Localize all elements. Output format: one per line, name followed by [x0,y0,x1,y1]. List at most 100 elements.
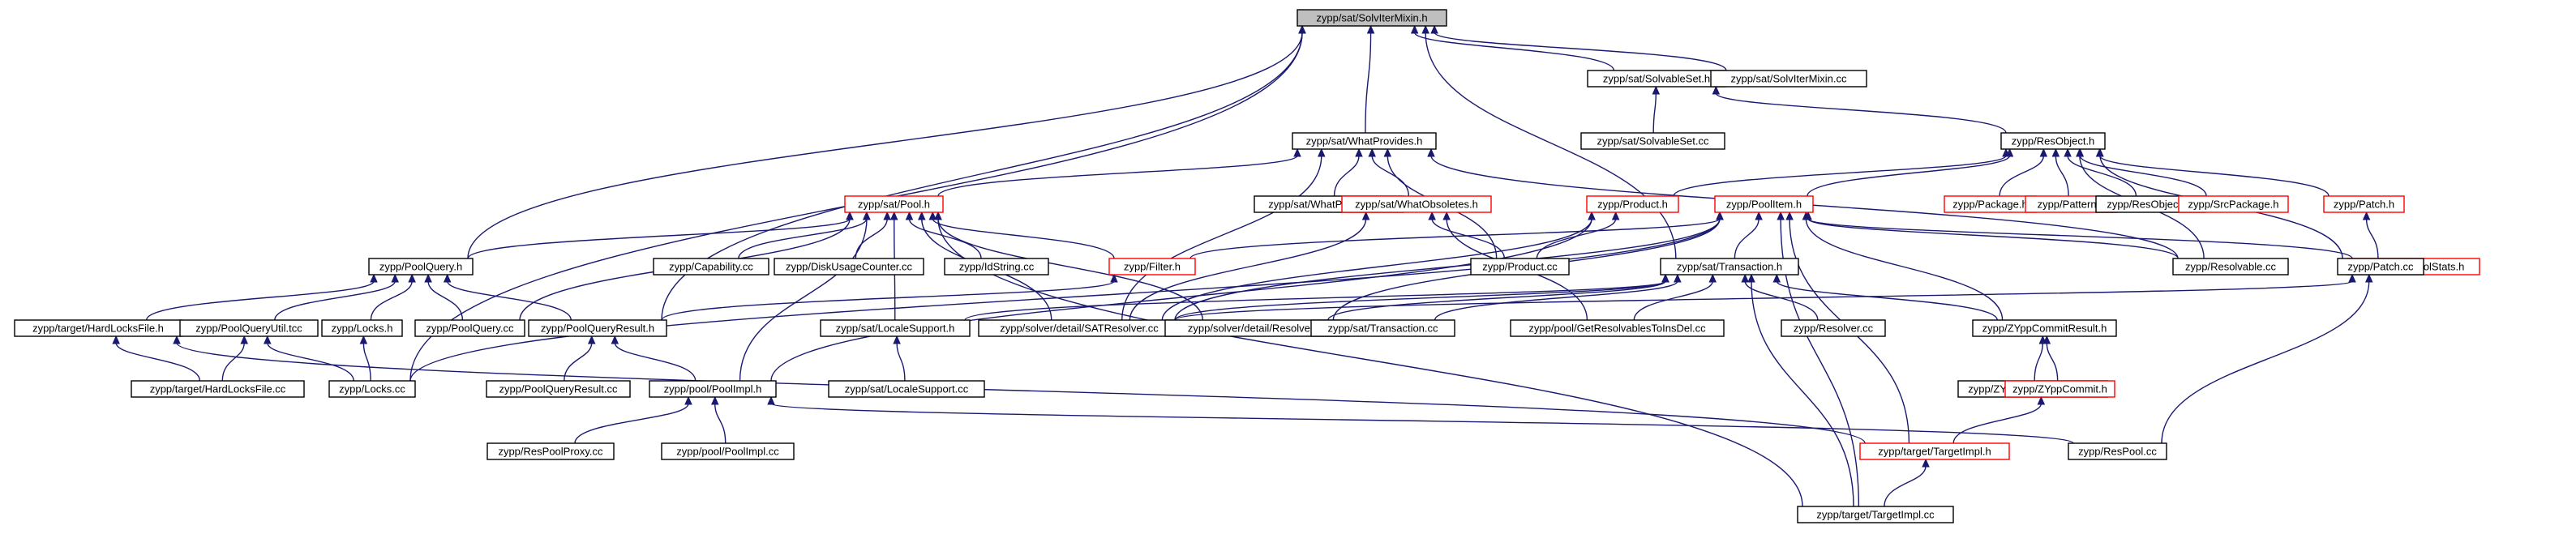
node-zypp-capability-cc[interactable]: zypp/Capability.cc [653,258,769,276]
node-zypp-target-hardlocksfile-h[interactable]: zypp/target/HardLocksFile.h [14,319,182,337]
node-label: zypp/target/TargetImpl.cc [1816,509,1935,521]
node-zypp-resolver-cc[interactable]: zypp/Resolver.cc [1781,319,1886,337]
node-zypp-target-hardlocksfile-cc[interactable]: zypp/target/HardLocksFile.cc [131,380,305,398]
edge-n0-n3 [1365,24,1375,134]
node-zypp-idstring-cc[interactable]: zypp/IdString.cc [944,258,1049,276]
edge-n22-n33 [1327,273,1669,321]
edge-line [1807,218,2353,259]
edge-n28-n39 [359,335,371,382]
edge-n1-n5 [1712,85,2007,134]
node-zypp-resobject-h[interactable]: zypp/ResObject.h [2000,132,2106,150]
node-zypp-zyppcommitresult-h[interactable]: zypp/ZYppCommitResult.h [1972,319,2117,337]
node-zypp-resobject-cc[interactable]: zypp/ResObject.cc [2095,195,2206,213]
node-zypp-sat-solvitermixin-h[interactable]: zypp/sat/SolvIterMixin.h [1297,9,1447,27]
node-label: zypp/ZYppCommitResult.h [1982,323,2107,335]
node-zypp-filter-h[interactable]: zypp/Filter.h [1108,258,1196,276]
node-box [368,258,474,276]
node-zypp-product-h[interactable]: zypp/Product.h [1586,195,1679,213]
node-zypp-locks-cc[interactable]: zypp/Locks.cc [328,380,416,398]
node-zypp-respool-cc[interactable]: zypp/ResPool.cc [2068,442,2167,460]
node-zypp-sat-transaction-cc[interactable]: zypp/sat/Transaction.cc [1310,319,1455,337]
arrowhead [1674,273,1682,283]
edge-line [1434,32,1727,71]
node-zypp-pool-getresolvablestoinsdel-cc[interactable]: zypp/pool/GetResolvablesToInsDel.cc [1510,319,1725,337]
edge-line [1434,280,1678,321]
arrowhead [370,273,378,283]
arrowhead [173,335,181,344]
node-zypp-package-h[interactable]: zypp/Package.h [1944,195,2037,213]
edge-line [447,280,572,321]
node-label: zypp/Product.h [1597,199,1668,211]
node-zypp-resolvable-cc[interactable]: zypp/Resolvable.cc [2172,258,2289,276]
node-zypp-patch-cc[interactable]: zypp/Patch.cc [2337,258,2424,276]
node-box [1580,132,1725,150]
node-label: zypp/IdString.cc [959,261,1035,273]
node-zypp-srcpackage-h[interactable]: zypp/SrcPackage.h [2178,195,2289,213]
node-label: zypp/Filter.h [1124,261,1181,273]
node-zypp-solver-detail-resolver-cc[interactable]: zypp/solver/detail/Resolver.cc [1164,319,1350,337]
edge-n6-n41 [739,211,871,382]
arrowhead [1785,211,1794,220]
node-label: zypp/solver/detail/Resolver.cc [1188,323,1327,335]
edge-line [770,403,2074,444]
node-zypp-pool-poolimpl-cc[interactable]: zypp/pool/PoolImpl.cc [661,442,795,460]
node-box [131,380,305,398]
node-zypp-sat-transaction-h[interactable]: zypp/sat/Transaction.h [1660,258,1799,276]
node-zypp-poolqueryutil-tcc[interactable]: zypp/PoolQueryUtil.tcc [179,319,319,337]
arrowhead [1410,24,1419,34]
node-box [414,319,525,337]
node-zypp-target-targetimpl-cc[interactable]: zypp/target/TargetImpl.cc [1797,506,1954,523]
edge-line [467,32,1303,259]
node-label: zypp/target/TargetImpl.h [1878,446,1991,458]
node-label: zypp/Product.cc [1482,261,1558,273]
edge-line [1952,403,2042,444]
edge-line [896,342,906,382]
arrowhead [2096,147,2104,157]
node-box [1714,195,1814,213]
edge-n41-n45 [574,395,692,444]
node-zypp-poolquery-h[interactable]: zypp/PoolQuery.h [368,258,474,276]
node-zypp-diskusagecounter-cc[interactable]: zypp/DiskUsageCounter.cc [774,258,924,276]
arrowhead [264,335,272,344]
node-box [774,258,924,276]
node-label: zypp/Resolvable.cc [2185,261,2276,273]
arrowhead [424,273,432,283]
node-label: zypp/sat/Transaction.cc [1327,323,1438,335]
node-zypp-pool-poolimpl-h[interactable]: zypp/pool/PoolImpl.h [649,380,777,398]
edge-line [770,218,1592,382]
node-zypp-product-cc[interactable]: zypp/Product.cc [1470,258,1570,276]
edge-n5-n9 [1673,147,2010,197]
node-zypp-zyppcommit-h[interactable]: zypp/ZYppCommit.h [2004,380,2115,398]
node-zypp-sat-solvableset-h[interactable]: zypp/sat/SolvableSet.h [1587,70,1726,88]
node-zypp-sat-localesupport-cc[interactable]: zypp/sat/LocaleSupport.cc [828,380,985,398]
node-zypp-poolqueryresult-cc[interactable]: zypp/PoolQueryResult.cc [486,380,631,398]
node-zypp-patch-h[interactable]: zypp/Patch.h [2323,195,2405,213]
node-zypp-respoolproxy-cc[interactable]: zypp/ResPoolProxy.cc [486,442,615,460]
edge-line [1884,465,1927,507]
node-label: zypp/target/HardLocksFile.h [32,323,164,335]
edge-line [564,342,593,382]
edge-line [738,218,868,259]
node-box [653,258,769,276]
edge-line [1805,218,2004,321]
node-zypp-poolitem-h[interactable]: zypp/PoolItem.h [1714,195,1814,213]
node-zypp-target-targetimpl-h[interactable]: zypp/target/TargetImpl.h [1859,442,2010,460]
node-zypp-locks-h[interactable]: zypp/Locks.h [321,319,403,337]
node-zypp-sat-pool-h[interactable]: zypp/sat/Pool.h [844,195,944,213]
node-zypp-sat-whatprovides-h[interactable]: zypp/sat/WhatProvides.h [1292,132,1437,150]
edge-n6-n20 [928,211,1115,259]
node-zypp-sat-solvitermixin-cc[interactable]: zypp/sat/SolvIterMixin.cc [1710,70,1867,88]
node-zypp-sat-localesupport-h[interactable]: zypp/sat/LocaleSupport.h [820,319,971,337]
node-zypp-solver-detail-satresolver-cc[interactable]: zypp/solver/detail/SATResolver.cc [978,319,1181,337]
edge-n5-n11 [1999,147,2048,197]
arrowhead [2037,395,2046,405]
node-zypp-sat-solvableset-cc[interactable]: zypp/sat/SolvableSet.cc [1580,132,1725,150]
node-zypp-poolqueryresult-h[interactable]: zypp/PoolQueryResult.h [528,319,667,337]
node-zypp-poolquery-cc[interactable]: zypp/PoolQuery.cc [414,319,525,337]
node-zypp-sat-whatobsoletes-h[interactable]: zypp/sat/WhatObsoletes.h [1341,195,1492,213]
edge-line [467,218,851,259]
arrowhead [391,273,399,283]
arrowhead [240,335,248,344]
edge-line [1633,280,1713,321]
edge-n16-n27 [274,273,399,321]
